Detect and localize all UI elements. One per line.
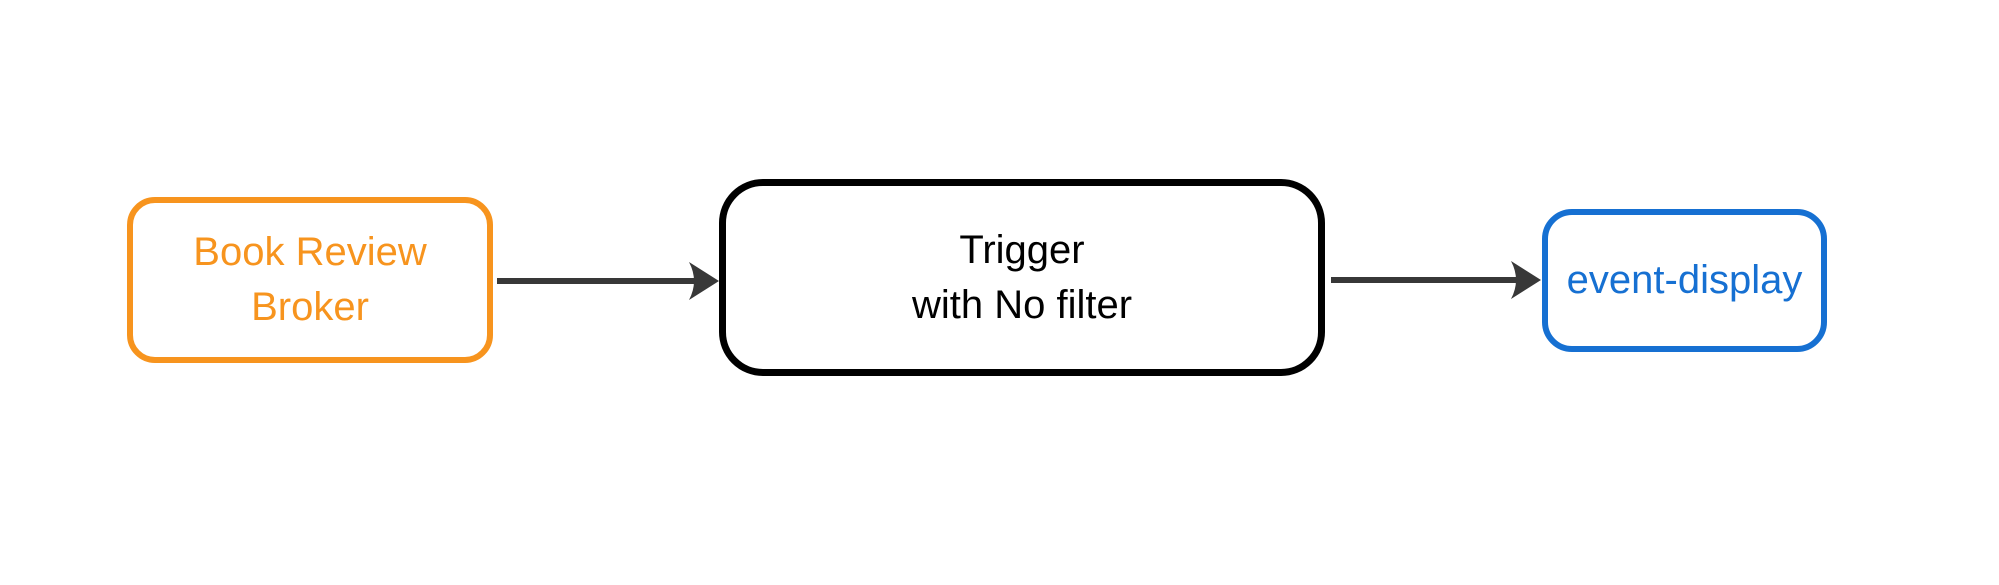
arrowhead-icon	[689, 262, 719, 300]
arrowhead-icon	[1511, 261, 1541, 299]
node-label-line: Broker	[251, 285, 369, 329]
arrow-trigger-to-event-display	[1331, 261, 1541, 299]
node-book-review-broker: Book Review Broker	[127, 197, 493, 363]
node-label-line: Trigger	[959, 227, 1085, 272]
arrow-broker-to-trigger	[497, 262, 719, 300]
node-event-display: event-display	[1542, 209, 1827, 352]
node-label-line: event-display	[1566, 258, 1803, 302]
node-trigger-with-no-filter: Trigger with No filter	[719, 179, 1325, 376]
node-label-line: Book Review	[193, 230, 427, 274]
node-label-line: with No filter	[911, 282, 1133, 327]
